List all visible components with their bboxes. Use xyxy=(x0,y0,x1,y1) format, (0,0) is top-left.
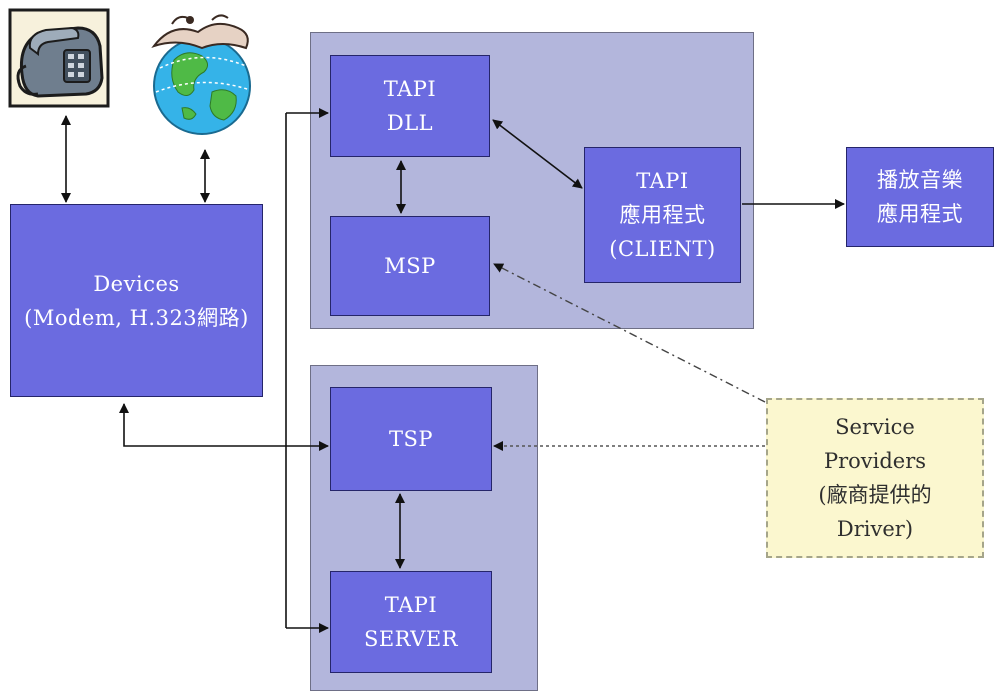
tapi-client-label-line3: (CLIENT) xyxy=(609,237,716,261)
msp-label: MSP xyxy=(384,254,436,278)
tapi-dll-client-arrow xyxy=(492,119,583,189)
music-app-label-line1: 播放音樂 xyxy=(877,168,963,192)
music-app-label-line2: 應用程式 xyxy=(877,202,963,226)
globe-network-icon xyxy=(142,8,260,142)
devices-label-line1: Devices xyxy=(93,271,180,296)
service-providers-line2: Providers xyxy=(823,449,927,473)
tapi-dll-label-line1: TAPI xyxy=(383,77,437,101)
service-providers-note: Service Providers (廠商提供的 Driver) xyxy=(766,398,984,558)
tapi-server-label-line2: SERVER xyxy=(363,627,459,651)
tsp-label: TSP xyxy=(388,427,434,451)
service-providers-line3: (廠商提供的 xyxy=(818,483,932,507)
tapi-server-label-line1: TAPI xyxy=(384,593,438,617)
devices-tsp-arrow xyxy=(119,403,329,451)
devices-label-line2: (Modem, H.323網路) xyxy=(24,305,249,330)
tapi-dll-box: TAPI DLL xyxy=(330,55,490,157)
tapi-client-box: TAPI 應用程式 (CLIENT) xyxy=(584,147,741,283)
service-providers-line4: Driver) xyxy=(836,517,914,541)
tapi-client-label-line2: 應用程式 xyxy=(619,203,706,227)
sp-msp-arrow xyxy=(493,263,766,403)
service-providers-line1: Service xyxy=(835,415,915,439)
tapi-server-box: TAPI SERVER xyxy=(330,571,492,673)
telephone-icon xyxy=(8,8,110,108)
msp-box: MSP xyxy=(330,216,490,316)
music-app-box: 播放音樂 應用程式 xyxy=(846,147,994,247)
tapi-dll-label-line2: DLL xyxy=(386,111,434,135)
devices-box: Devices (Modem, H.323網路) xyxy=(10,204,263,397)
tapi-client-label-line1: TAPI xyxy=(636,169,689,193)
tsp-box: TSP xyxy=(330,387,492,491)
